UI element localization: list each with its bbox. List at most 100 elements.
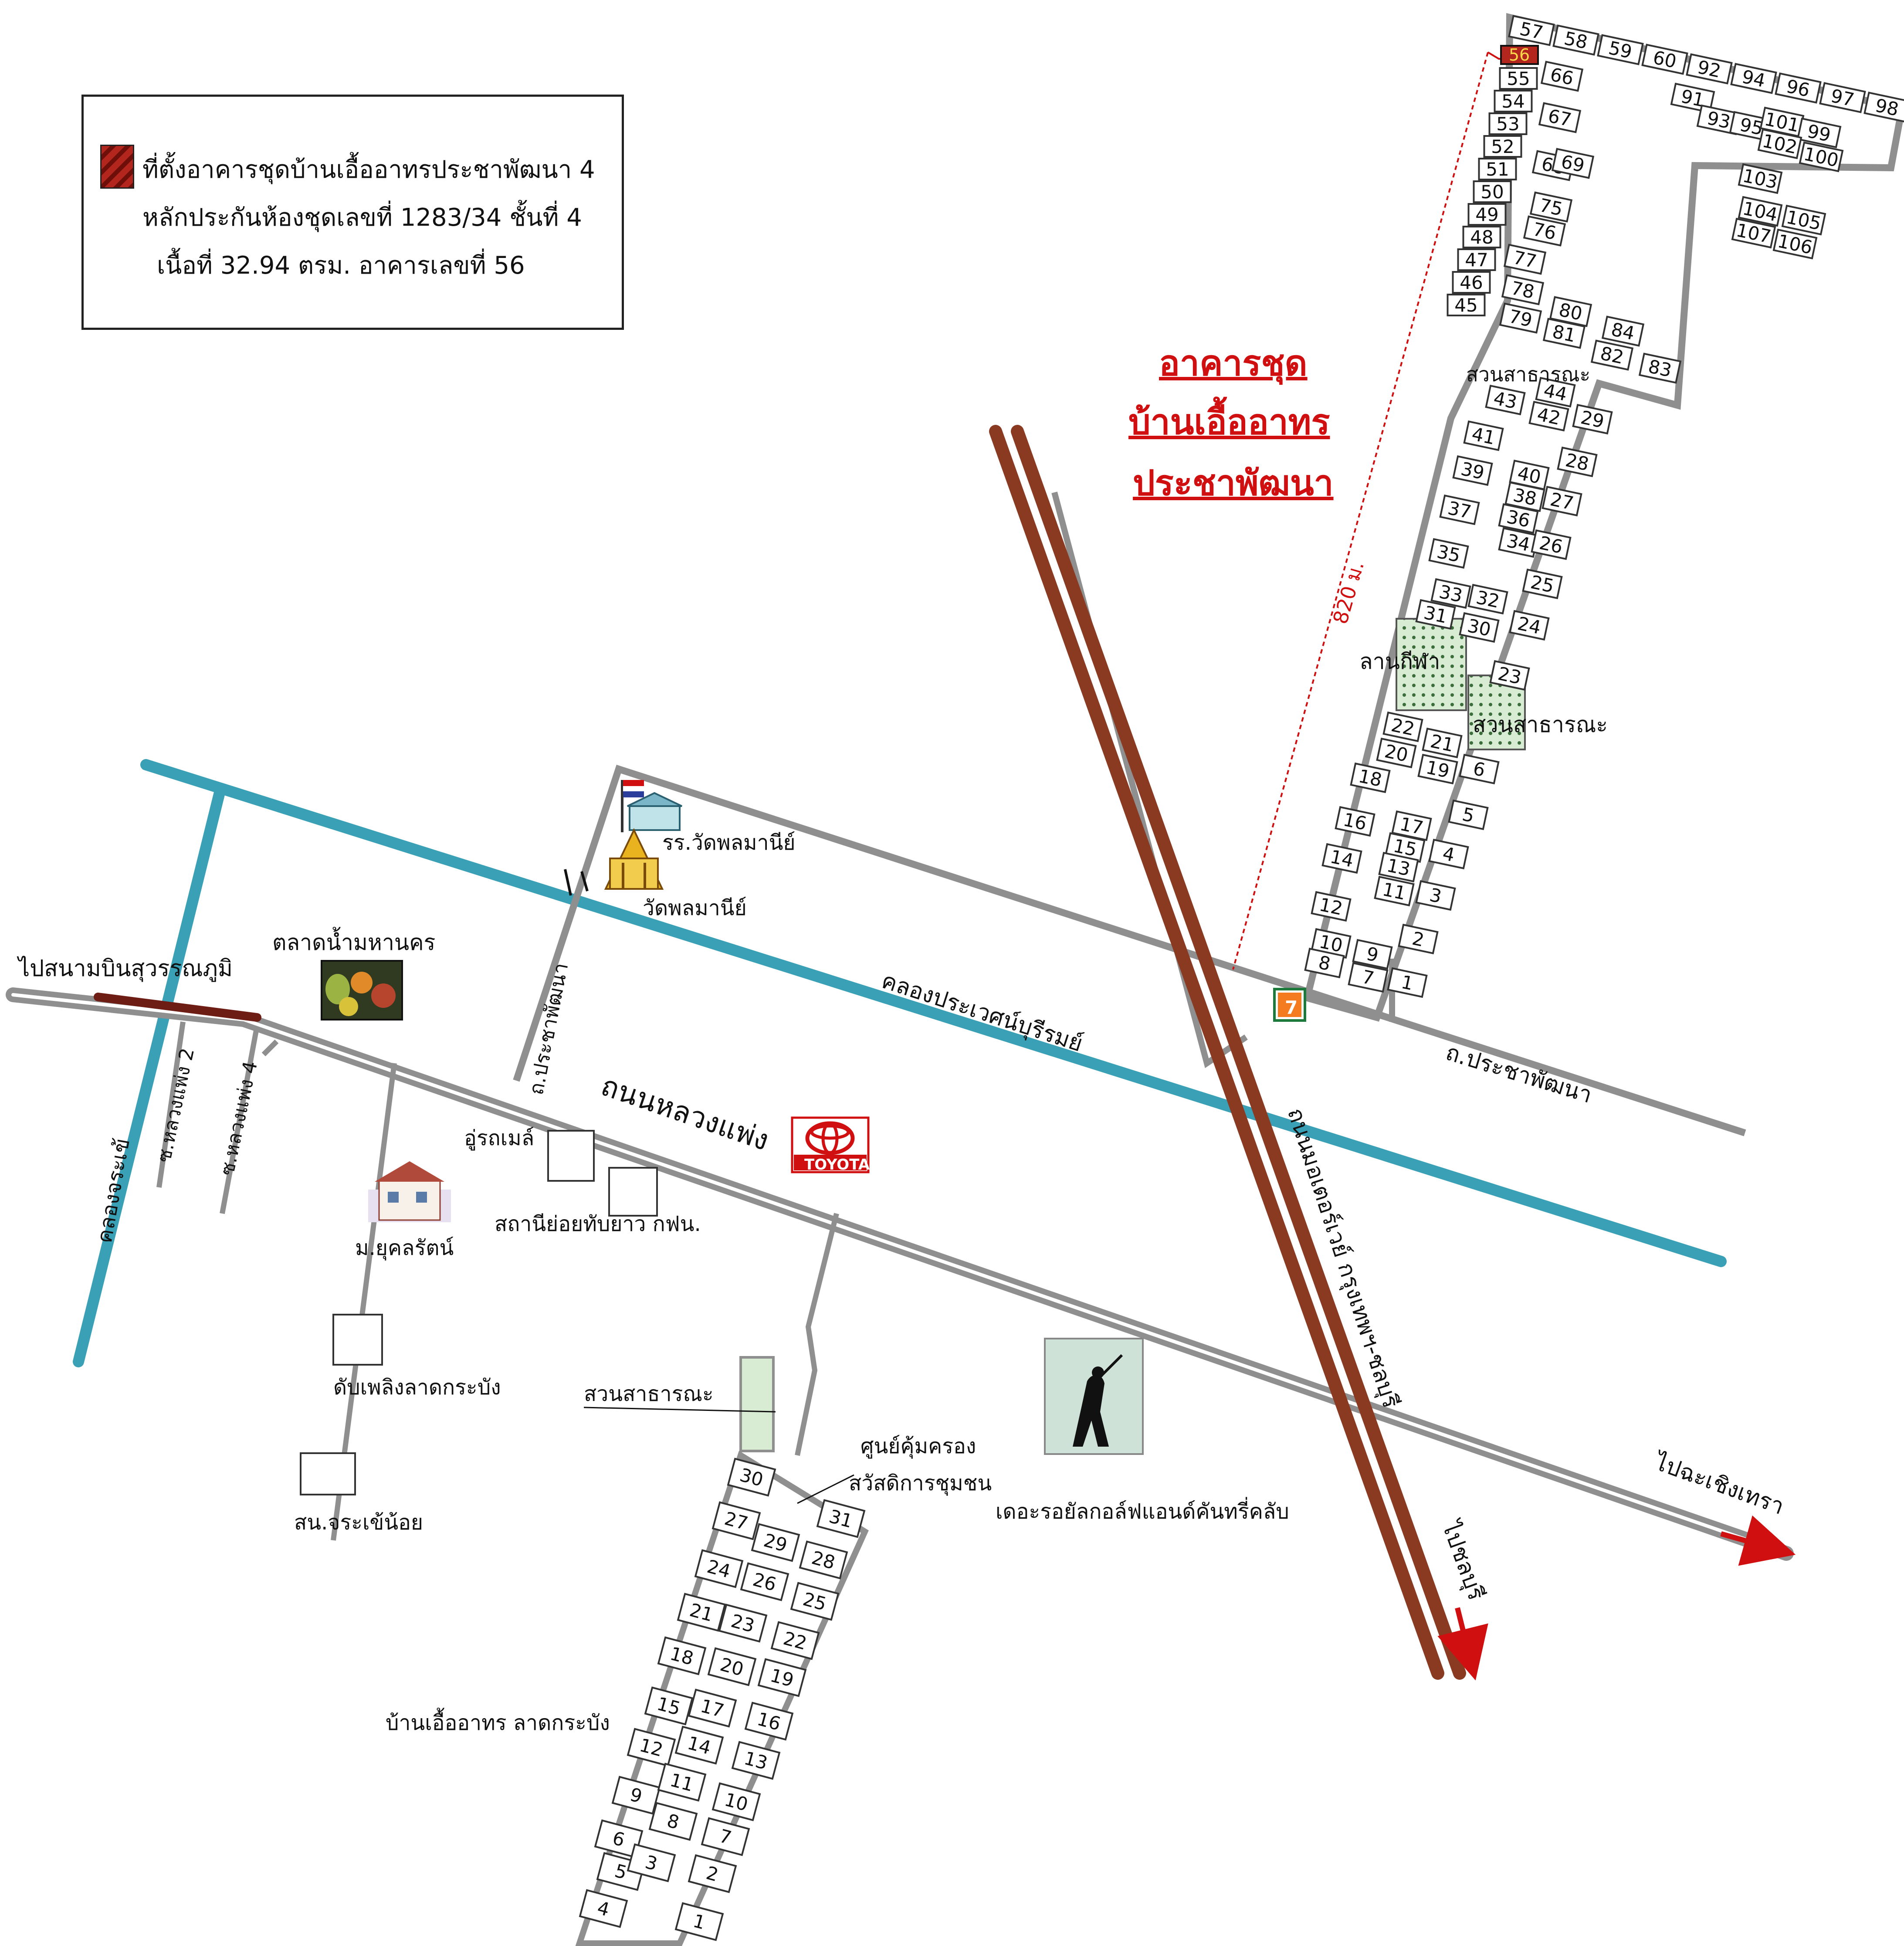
building-16-number: 16 — [1342, 809, 1369, 834]
south-building-18: 18 — [657, 1636, 707, 1675]
building-24-number: 24 — [1516, 613, 1543, 638]
label-seven-eleven: 7 — [1285, 997, 1298, 1018]
building-53: 53 — [1488, 112, 1528, 135]
south-building-14: 14 — [674, 1726, 724, 1765]
building-3: 3 — [1415, 880, 1456, 911]
north-site-boundary — [1303, 13, 1904, 1022]
building-57-number: 57 — [1518, 18, 1545, 44]
building-18-number: 18 — [1357, 765, 1384, 791]
south-building-9: 9 — [611, 1776, 661, 1815]
distance-line — [1232, 52, 1489, 970]
building-30-number: 30 — [1466, 615, 1493, 641]
police-station-icon — [300, 1452, 356, 1495]
building-106-number: 106 — [1776, 230, 1815, 258]
south-building-6: 6 — [594, 1819, 644, 1858]
building-13-number: 13 — [1385, 854, 1412, 880]
building-40: 40 — [1509, 459, 1550, 491]
building-92-number: 92 — [1696, 56, 1723, 82]
building-23: 23 — [1489, 660, 1530, 691]
label-fire-station: ดับเพลิงลาดกระบัง — [333, 1375, 501, 1400]
building-33: 33 — [1430, 578, 1471, 609]
building-94-number: 94 — [1740, 66, 1767, 92]
building-17-number: 17 — [1398, 813, 1425, 839]
building-43-number: 43 — [1492, 387, 1519, 413]
label-to-chonburi: ไปชลบุรี — [1436, 1516, 1489, 1604]
building-53-number: 53 — [1496, 113, 1519, 135]
building-8: 8 — [1304, 947, 1345, 979]
label-soi-luang-phaeng-4: ซ.หลวงแพ่ง 4 — [216, 1059, 262, 1178]
building-59: 59 — [1597, 34, 1644, 65]
label-distance: 820 ม. — [1328, 558, 1369, 627]
building-39: 39 — [1452, 455, 1493, 486]
building-69-number: 69 — [1559, 151, 1586, 176]
south-building-27: 27 — [711, 1501, 761, 1540]
south-building-24: 24 — [694, 1549, 744, 1588]
building-18: 18 — [1350, 762, 1391, 793]
building-31-number: 31 — [1422, 602, 1449, 627]
building-21-number: 21 — [1429, 730, 1456, 756]
building-58-number: 58 — [1562, 27, 1589, 53]
south-building-25: 25 — [790, 1582, 840, 1621]
label-substation: สถานีย่อยทับยาว กฟน. — [495, 1212, 701, 1236]
building-28: 28 — [1557, 446, 1598, 478]
south-building-4: 4 — [579, 1889, 628, 1928]
seven-eleven-icon — [1273, 988, 1306, 1022]
building-36-number: 36 — [1505, 506, 1532, 532]
building-58: 58 — [1552, 24, 1599, 56]
label-airport: ไปสนามบินสุวรรณภูมิ — [17, 956, 233, 982]
building-49-number: 49 — [1475, 204, 1498, 225]
label-market: ตลาดน้ำมหานคร — [272, 927, 435, 955]
building-23-number: 23 — [1496, 663, 1523, 688]
building-96: 96 — [1775, 72, 1822, 104]
building-54-number: 54 — [1501, 91, 1525, 112]
label-soi-luang-phaeng-2: ซ.หลวงแพ่ง 2 — [153, 1046, 199, 1165]
building-6: 6 — [1459, 753, 1500, 785]
building-20: 20 — [1376, 737, 1417, 769]
building-43: 43 — [1485, 384, 1526, 416]
building-80-number: 80 — [1557, 299, 1584, 325]
building-7: 7 — [1348, 962, 1389, 993]
building-36: 36 — [1498, 503, 1539, 534]
building-48-number: 48 — [1470, 227, 1493, 248]
building-84: 84 — [1601, 315, 1645, 347]
building-38: 38 — [1504, 481, 1545, 512]
building-105: 105 — [1781, 204, 1826, 236]
building-44-number: 44 — [1542, 380, 1569, 405]
building-66: 66 — [1540, 61, 1584, 92]
building-44: 44 — [1535, 376, 1576, 408]
building-52: 52 — [1483, 135, 1522, 158]
building-49: 49 — [1467, 203, 1507, 226]
building-67-number: 67 — [1546, 105, 1573, 131]
building-41-number: 41 — [1470, 423, 1497, 449]
south-building-26: 26 — [740, 1562, 789, 1601]
label-welfare-center-1: ศูนย์คุ้มครอง — [861, 1434, 976, 1459]
building-46: 46 — [1452, 271, 1491, 294]
building-98: 98 — [1863, 92, 1904, 123]
map-labels: ไปสนามบินสุวรรณภูมิ ตลาดน้ำมหานคร รร.วัด… — [17, 363, 1788, 1735]
building-19-number: 19 — [1424, 756, 1451, 782]
building-50: 50 — [1473, 180, 1512, 203]
building-27: 27 — [1541, 485, 1582, 517]
label-village-yukolrat: ม.ยุคลรัตน์ — [355, 1236, 454, 1261]
building-28-number: 28 — [1564, 449, 1591, 475]
building-97: 97 — [1819, 82, 1866, 113]
building-94: 94 — [1730, 63, 1777, 94]
building-31: 31 — [1415, 599, 1456, 630]
building-76: 76 — [1523, 215, 1566, 247]
building-34: 34 — [1498, 527, 1539, 558]
building-59-number: 59 — [1607, 37, 1634, 63]
building-51: 51 — [1478, 158, 1517, 180]
label-park-north-2: สวนสาธารณะ — [1473, 712, 1608, 737]
building-32-number: 32 — [1474, 587, 1501, 612]
building-22-number: 22 — [1389, 714, 1416, 740]
building-37: 37 — [1439, 494, 1480, 525]
south-building-20: 20 — [707, 1647, 757, 1686]
building-79: 79 — [1499, 302, 1542, 334]
motorway-lane-2 — [1011, 425, 1466, 1680]
building-52-number: 52 — [1491, 136, 1514, 157]
motorway — [989, 425, 1466, 1680]
label-garage: อู่รถเมล์ — [464, 1126, 534, 1151]
building-54: 54 — [1494, 90, 1533, 112]
building-26-number: 26 — [1538, 532, 1565, 558]
